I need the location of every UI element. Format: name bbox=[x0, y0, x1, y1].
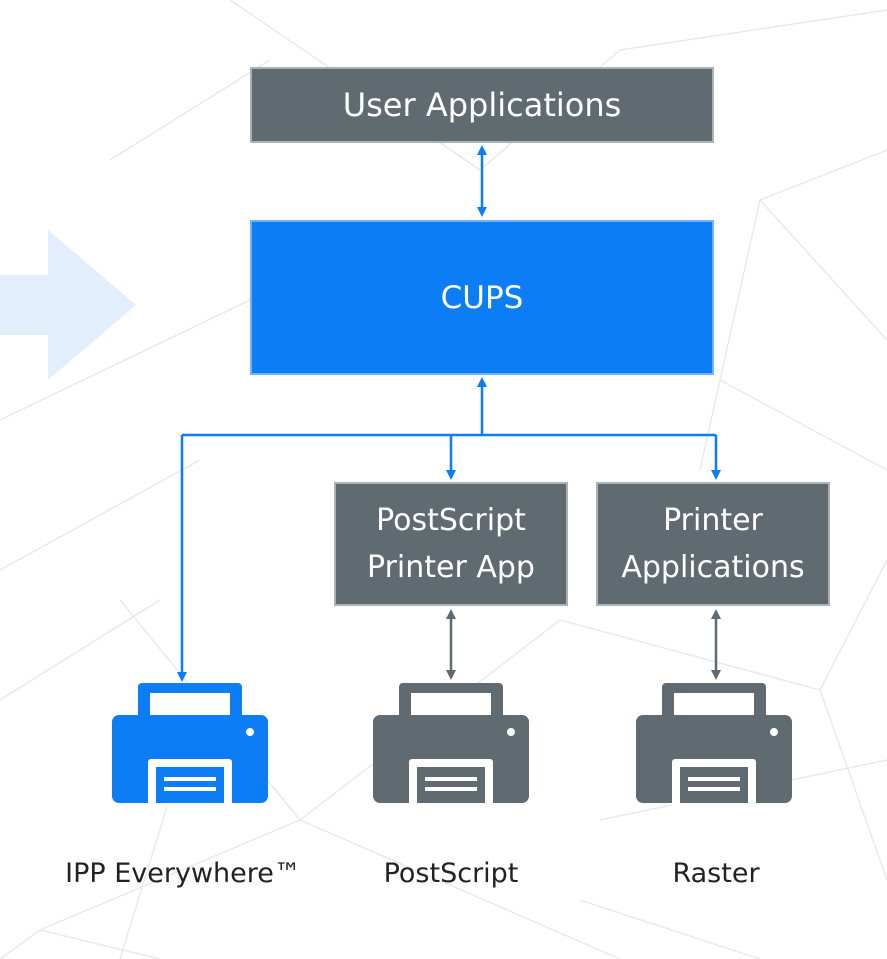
postscript-label: PostScript bbox=[383, 858, 519, 889]
raster-printer-icon bbox=[636, 683, 792, 807]
user-applications-box: User Applications bbox=[250, 67, 714, 143]
printer-applications-box: Printer Applications bbox=[596, 482, 830, 606]
cups-box: CUPS bbox=[250, 220, 714, 375]
cups-label: CUPS bbox=[440, 279, 524, 316]
user-applications-label: User Applications bbox=[342, 86, 622, 124]
printer-applications-label-line1: Printer bbox=[663, 503, 763, 538]
printer-applications-label-line2: Applications bbox=[621, 550, 805, 585]
raster-label: Raster bbox=[672, 858, 760, 889]
ipp-everywhere-printer-icon bbox=[112, 683, 268, 807]
postscript-printer-app-box: PostScript Printer App bbox=[334, 482, 568, 606]
ipp-everywhere-label: IPP Everywhere™ bbox=[65, 858, 301, 889]
postscript-printer-app-label-line2: Printer App bbox=[367, 550, 535, 585]
postscript-printer-icon bbox=[373, 683, 529, 807]
postscript-printer-app-label-line1: PostScript bbox=[376, 503, 526, 538]
decorative-arrow-shape bbox=[0, 230, 136, 380]
